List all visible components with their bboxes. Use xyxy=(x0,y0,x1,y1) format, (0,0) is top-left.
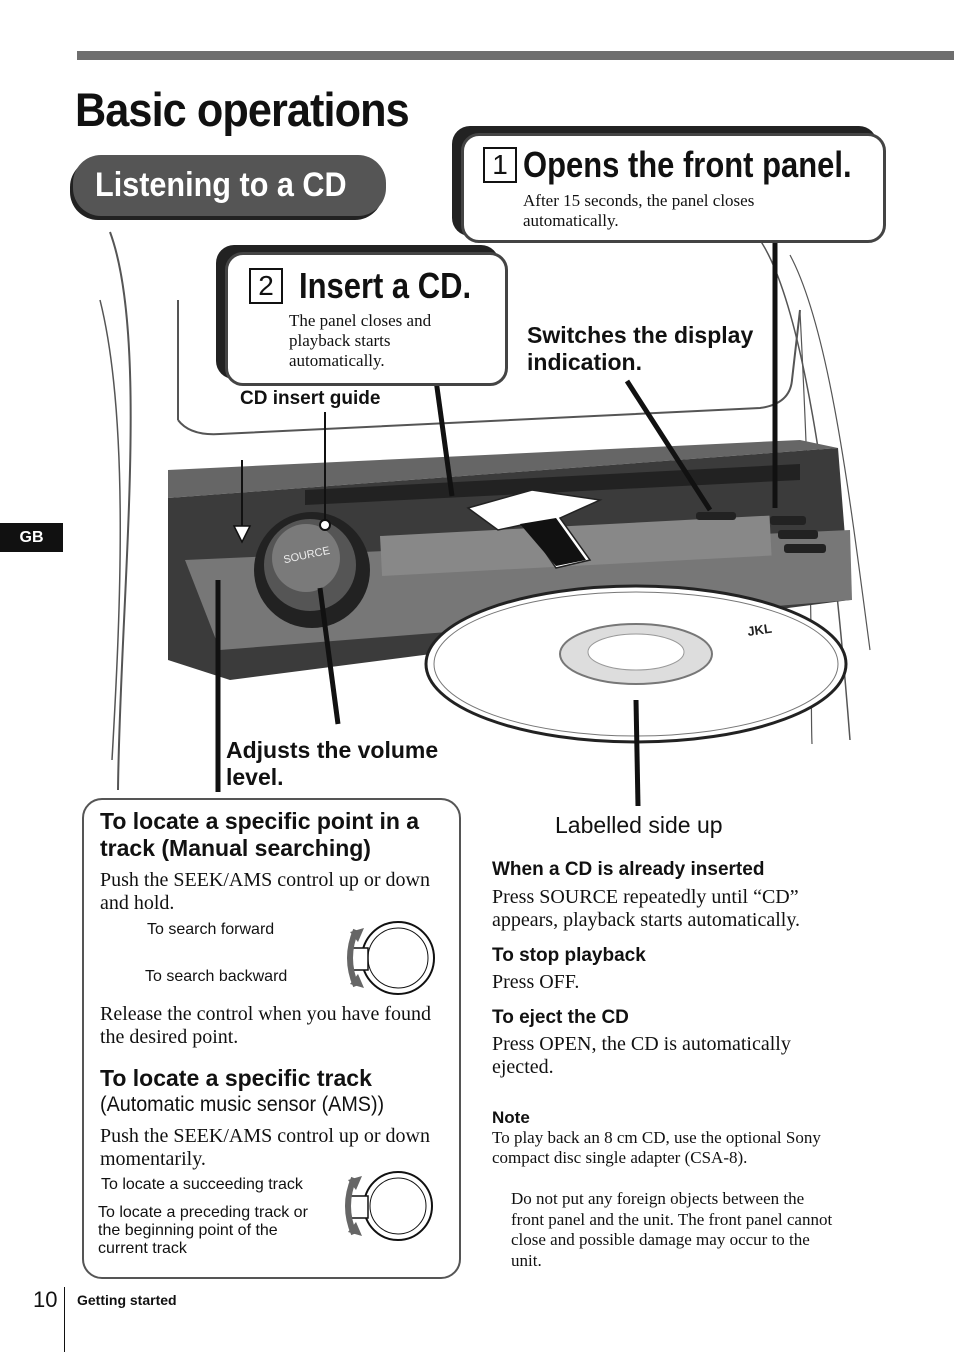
footer-divider xyxy=(64,1287,65,1352)
step-1-heading: Opens the front panel. xyxy=(523,144,852,185)
ams-heading: To locate a specific track xyxy=(100,1065,372,1091)
eject-heading: To eject the CD xyxy=(492,1007,629,1028)
disc-brand: JKL xyxy=(746,621,772,639)
seek-ams-control-icon xyxy=(347,921,435,995)
note-text: To play back an 8 cm CD, use the optiona… xyxy=(492,1128,821,1167)
page-number: 10 xyxy=(33,1287,58,1312)
step-2-number: 2 xyxy=(249,268,283,304)
release-instruction: Release the control when you have found … xyxy=(100,1003,432,1048)
search-forward-label: To search forward xyxy=(147,921,275,938)
note-heading: Note xyxy=(492,1108,530,1127)
cd-insert-guide-label: CD insert guide xyxy=(240,388,381,409)
step-1-number: 1 xyxy=(483,147,517,183)
ams-instruction: Push the SEEK/AMS control up or down mom… xyxy=(100,1125,430,1170)
adjusts-volume-label: Adjusts the volume level. xyxy=(226,737,439,790)
stop-playback-text: Press OFF. xyxy=(492,971,580,993)
footer-section-label: Getting started xyxy=(77,1292,177,1308)
step-1-callout: 1 Opens the front panel. After 15 second… xyxy=(461,133,886,243)
switches-display-label: Switches the display indication. xyxy=(527,322,754,375)
step-2-heading: Insert a CD. xyxy=(299,265,472,306)
step-2-callout: 2 Insert a CD. The panel closes and play… xyxy=(225,252,508,386)
step-1-text: After 15 seconds, the panel closes autom… xyxy=(523,191,755,230)
succeeding-track-label: To locate a succeeding track xyxy=(101,1176,303,1193)
page-title: Basic operations xyxy=(75,83,410,136)
already-inserted-heading: When a CD is already inserted xyxy=(492,859,765,880)
search-backward-label: To search backward xyxy=(145,968,288,985)
seek-ams-control-icon xyxy=(345,1171,433,1241)
language-tab: GB xyxy=(0,523,63,552)
stop-playback-heading: To stop playback xyxy=(492,945,646,966)
already-inserted-text: Press SOURCE repeatedly until “CD” appea… xyxy=(492,886,801,931)
preceding-track-label: To locate a preceding track or the begin… xyxy=(98,1204,308,1257)
eject-text: Press OPEN, the CD is automatically ejec… xyxy=(492,1033,791,1078)
manual-search-instruction: Push the SEEK/AMS control up or down and… xyxy=(100,869,430,914)
manual-search-heading: To locate a specific point in a track (M… xyxy=(100,808,420,861)
step-2-text: The panel closes and playback starts aut… xyxy=(289,311,432,370)
section-title: Listening to a CD xyxy=(95,166,347,204)
warning-text: Do not put any foreign objects between t… xyxy=(511,1189,833,1270)
labelled-side-up-label: Labelled side up xyxy=(555,812,723,838)
top-rule xyxy=(77,51,954,60)
ams-heading-paren: (Automatic music sensor (AMS)) xyxy=(100,1093,385,1116)
section-header xyxy=(73,155,386,216)
seek-info-box xyxy=(82,798,461,1279)
